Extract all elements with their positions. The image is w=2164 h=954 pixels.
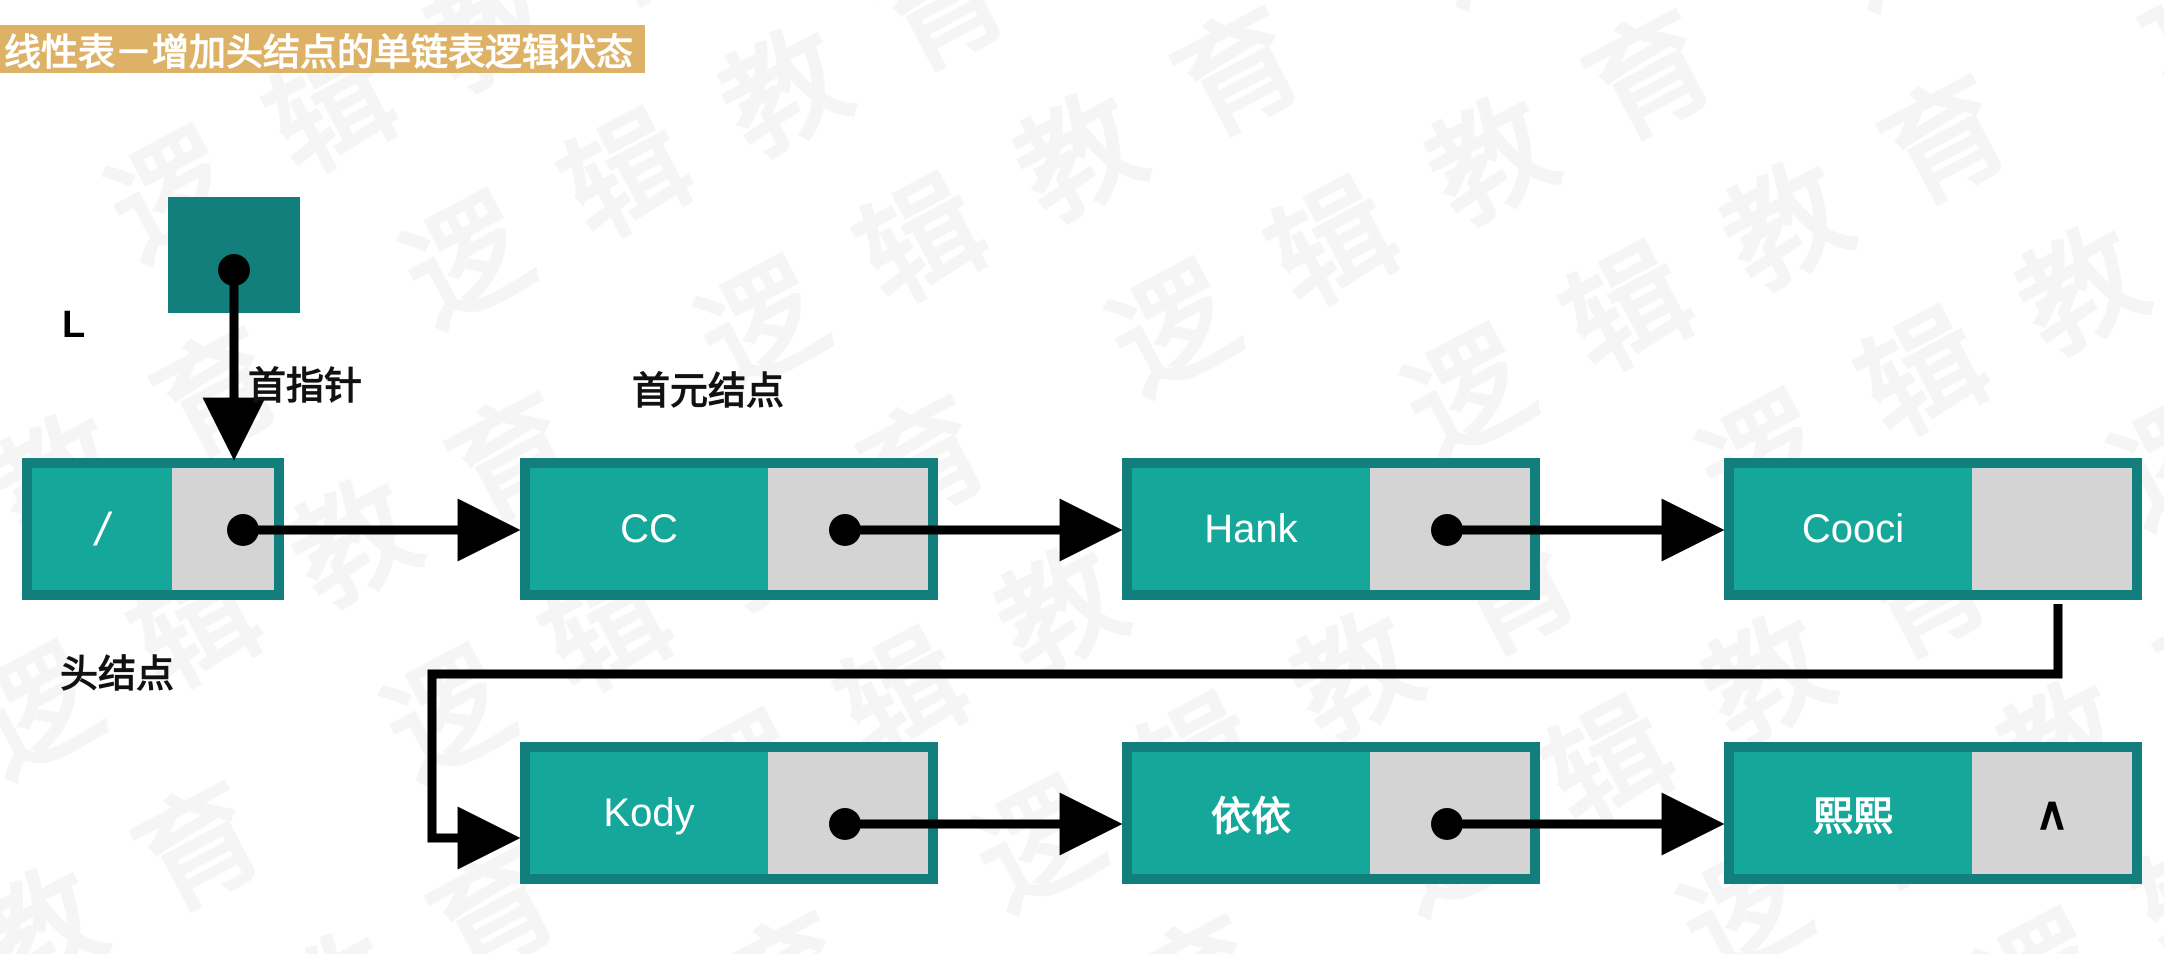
node-yiyi-pointer-cell (1370, 752, 1530, 874)
node-yiyi: 依依 (1122, 742, 1540, 884)
node-kody-pointer-cell (768, 752, 928, 874)
node-hank-data-text: Hank (1204, 506, 1298, 551)
node-cooci-data-cell: Cooci (1734, 468, 1972, 590)
node-hank-data-cell: Hank (1132, 468, 1370, 590)
label-head-pointer: 首指针 (248, 364, 363, 408)
slide-title-band: 线性表－增加头结点的单链表逻辑状态 (0, 25, 645, 74)
node-xixi: 熙熙 ∧ (1724, 742, 2142, 884)
node-cooci: Cooci (1724, 458, 2142, 600)
node-cc-data-text: CC (620, 506, 678, 551)
node-cooci-pointer-cell (1972, 468, 2132, 590)
node-kody-data-text: Kody (603, 790, 695, 835)
node-cc-data-cell: CC (530, 468, 768, 590)
label-first-element-node: 首元结点 (632, 369, 785, 413)
list-pointer-box-L (168, 197, 300, 313)
node-xixi-data-text: 熙熙 (1813, 794, 1893, 840)
list-pointer-label-L: L (62, 304, 86, 346)
node-head-pointer-cell (172, 468, 274, 590)
node-head-data-cell: / (32, 468, 172, 590)
slide-title: 线性表－增加头结点的单链表逻辑状态 (4, 31, 633, 74)
node-cc-pointer-cell (768, 468, 928, 590)
node-xixi-pointer-cell: ∧ (1972, 752, 2132, 874)
node-cooci-data-text: Cooci (1801, 506, 1905, 551)
node-head-data-text: / (95, 503, 109, 555)
node-yiyi-data-cell: 依依 (1132, 752, 1370, 874)
node-head: / (22, 458, 284, 600)
null-pointer-icon: ∧ (2035, 787, 2069, 839)
node-hank: Hank (1122, 458, 1540, 600)
node-cc: CC (520, 458, 938, 600)
label-head-node: 头结点 (60, 652, 175, 696)
node-hank-pointer-cell (1370, 468, 1530, 590)
node-yiyi-data-text: 依依 (1211, 794, 1291, 840)
watermark-row: 逻辑教育 逻辑教育 逻辑教育 逻辑教育 逻辑教育 逻辑教育 (0, 0, 2164, 841)
node-xixi-data-cell: 熙熙 (1734, 752, 1972, 874)
node-kody: Kody (520, 742, 938, 884)
node-kody-data-cell: Kody (530, 752, 768, 874)
